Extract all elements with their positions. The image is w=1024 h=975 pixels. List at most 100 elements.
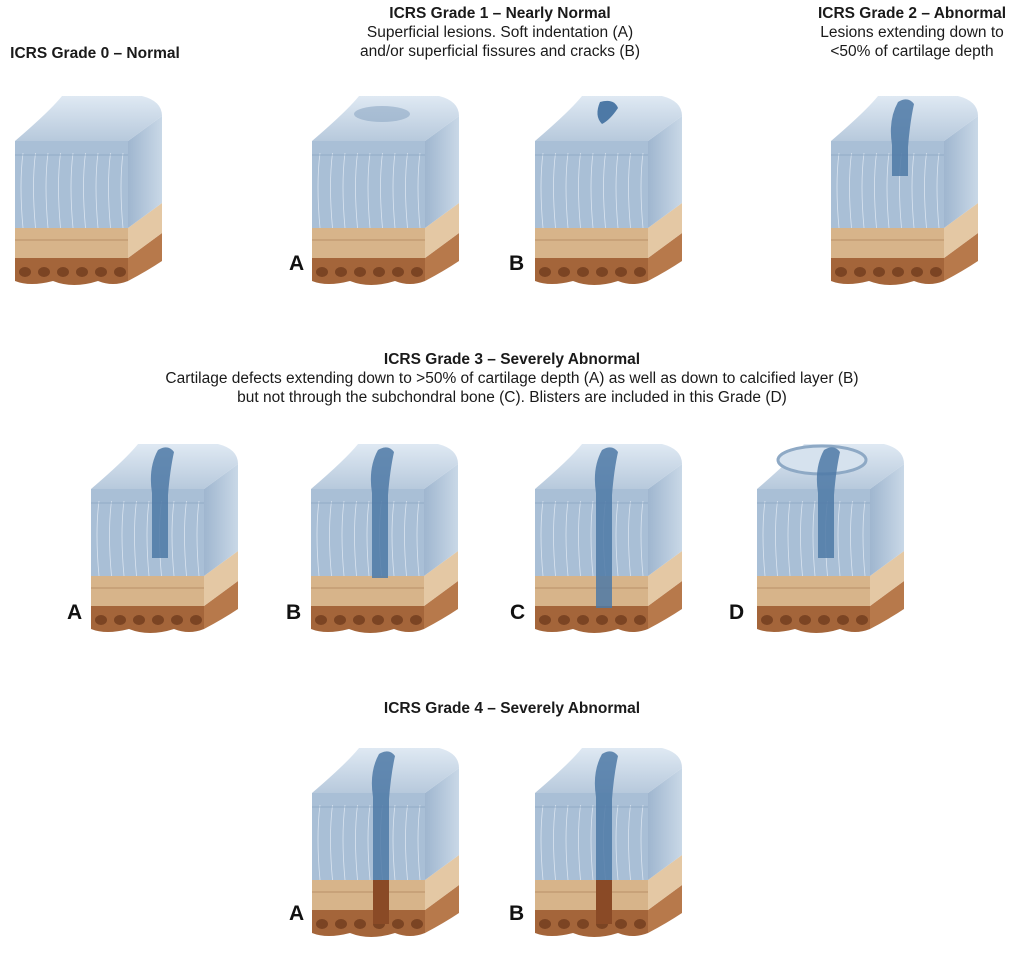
grade3-line2: but not through the subchondral bone (C)… bbox=[237, 389, 787, 406]
cartilage-side bbox=[204, 464, 238, 576]
cartilage-side bbox=[648, 768, 682, 880]
cartilage-block-grade3-a bbox=[86, 424, 246, 654]
lesion-defect bbox=[816, 447, 840, 558]
cartilage-front bbox=[831, 141, 944, 228]
subchondral-bone-front bbox=[831, 258, 944, 285]
calcified-layer-front bbox=[15, 228, 128, 258]
subchondral-bone-side bbox=[128, 233, 162, 281]
grade3-line1: Cartilage defects extending down to >50%… bbox=[165, 370, 859, 387]
grade2-title: ICRS Grade 2 – Abnormal bbox=[817, 5, 1007, 22]
calcified-layer-side bbox=[424, 551, 458, 606]
subchondral-bone-front bbox=[312, 910, 425, 937]
subchondral-bone-side bbox=[204, 581, 238, 629]
lesion-defect bbox=[594, 447, 618, 608]
cartilage-side bbox=[870, 464, 904, 576]
cartilage-side bbox=[128, 116, 162, 228]
calcified-layer-side bbox=[648, 551, 682, 606]
subchondral-bone-front bbox=[312, 258, 425, 285]
calcified-layer-front bbox=[757, 576, 870, 606]
label-grade3-b: B bbox=[286, 601, 302, 624]
cartilage-block-grade3-d bbox=[752, 424, 912, 654]
grade4-heading: ICRS Grade 4 – Severely Abnormal bbox=[300, 699, 724, 718]
grade4-title: ICRS Grade 4 – Severely Abnormal bbox=[383, 700, 641, 717]
cartilage-front bbox=[535, 793, 648, 880]
cartilage-block-grade1-a bbox=[307, 76, 467, 306]
cartilage-side bbox=[425, 116, 459, 228]
cartilage-front bbox=[15, 141, 128, 228]
cartilage-block-grade4-a bbox=[307, 728, 467, 958]
cartilage-front bbox=[312, 793, 425, 880]
cartilage-block-grade2 bbox=[826, 76, 986, 306]
cartilage-block-grade4-b bbox=[530, 728, 690, 958]
calcified-layer-front bbox=[535, 880, 648, 910]
cartilage-front bbox=[535, 141, 648, 228]
cartilage-block-grade1-b bbox=[530, 76, 690, 306]
calcified-layer-front bbox=[312, 880, 425, 910]
lesion-defect bbox=[370, 447, 394, 578]
defect-through-bone bbox=[373, 880, 389, 924]
grade3-title: ICRS Grade 3 – Severely Abnormal bbox=[383, 351, 641, 368]
calcified-layer-side bbox=[648, 203, 682, 258]
cartilage-side bbox=[648, 116, 682, 228]
label-grade3-c: C bbox=[510, 601, 526, 624]
cartilage-front bbox=[312, 141, 425, 228]
cartilage-side bbox=[944, 116, 978, 228]
calcified-layer-front bbox=[311, 576, 424, 606]
cartilage-front bbox=[757, 489, 870, 576]
grade1-line2: and/or superficial fissures and cracks (… bbox=[360, 43, 640, 60]
grade1-heading: ICRS Grade 1 – Nearly Normal Superficial… bbox=[320, 4, 680, 61]
defect-through-bone bbox=[596, 880, 612, 924]
subchondral-bone-side bbox=[944, 233, 978, 281]
grade3-heading: ICRS Grade 3 – Severely Abnormal Cartila… bbox=[80, 350, 944, 407]
lesion-defect bbox=[150, 447, 174, 558]
grade2-line2: <50% of cartilage depth bbox=[830, 43, 994, 60]
grade1-line1: Superficial lesions. Soft indentation (A… bbox=[366, 24, 634, 41]
grade2-line1: Lesions extending down to bbox=[820, 24, 1004, 41]
label-grade4-a: A bbox=[289, 902, 305, 925]
subchondral-bone-side bbox=[425, 233, 459, 281]
cartilage-block-grade0 bbox=[10, 76, 170, 306]
cartilage-front bbox=[535, 489, 648, 576]
label-grade3-d: D bbox=[729, 601, 745, 624]
lesion-defect bbox=[890, 99, 914, 176]
cartilage-surface bbox=[15, 96, 162, 141]
cartilage-block-grade3-c bbox=[530, 424, 690, 654]
superficial-fissure bbox=[597, 100, 618, 124]
label-grade3-a: A bbox=[67, 601, 83, 624]
calcified-layer-side bbox=[204, 551, 238, 606]
subchondral-bone-side bbox=[870, 581, 904, 629]
subchondral-bone-front bbox=[535, 258, 648, 285]
grade2-heading: ICRS Grade 2 – Abnormal Lesions extendin… bbox=[800, 4, 1024, 61]
subchondral-bone-side bbox=[648, 885, 682, 933]
calcified-layer-side bbox=[128, 203, 162, 258]
subchondral-bone-side bbox=[648, 581, 682, 629]
label-grade1-b: B bbox=[509, 252, 525, 275]
subchondral-bone-front bbox=[15, 258, 128, 285]
cartilage-block-grade3-b bbox=[306, 424, 466, 654]
calcified-layer-front bbox=[535, 228, 648, 258]
grade0-heading: ICRS Grade 0 – Normal bbox=[0, 44, 190, 63]
calcified-layer-side bbox=[425, 855, 459, 910]
subchondral-bone-side bbox=[425, 885, 459, 933]
cartilage-front bbox=[91, 489, 204, 576]
grade1-title: ICRS Grade 1 – Nearly Normal bbox=[389, 5, 611, 22]
label-grade1-a: A bbox=[289, 252, 305, 275]
calcified-layer-side bbox=[425, 203, 459, 258]
subchondral-bone-front bbox=[91, 606, 204, 633]
grade0-title: ICRS Grade 0 – Normal bbox=[10, 45, 180, 62]
cartilage-front bbox=[311, 489, 424, 576]
calcified-layer-side bbox=[648, 855, 682, 910]
calcified-layer-front bbox=[535, 576, 648, 606]
lesion-defect bbox=[371, 751, 395, 880]
subchondral-bone-front bbox=[535, 606, 648, 633]
subchondral-bone-front bbox=[311, 606, 424, 633]
calcified-layer-front bbox=[312, 228, 425, 258]
lesion-defect bbox=[594, 751, 618, 880]
subchondral-bone-side bbox=[424, 581, 458, 629]
label-grade4-b: B bbox=[509, 902, 525, 925]
soft-indentation bbox=[354, 106, 410, 122]
calcified-layer-side bbox=[944, 203, 978, 258]
subchondral-bone-front bbox=[757, 606, 870, 633]
cartilage-side bbox=[424, 464, 458, 576]
cartilage-side bbox=[648, 464, 682, 576]
